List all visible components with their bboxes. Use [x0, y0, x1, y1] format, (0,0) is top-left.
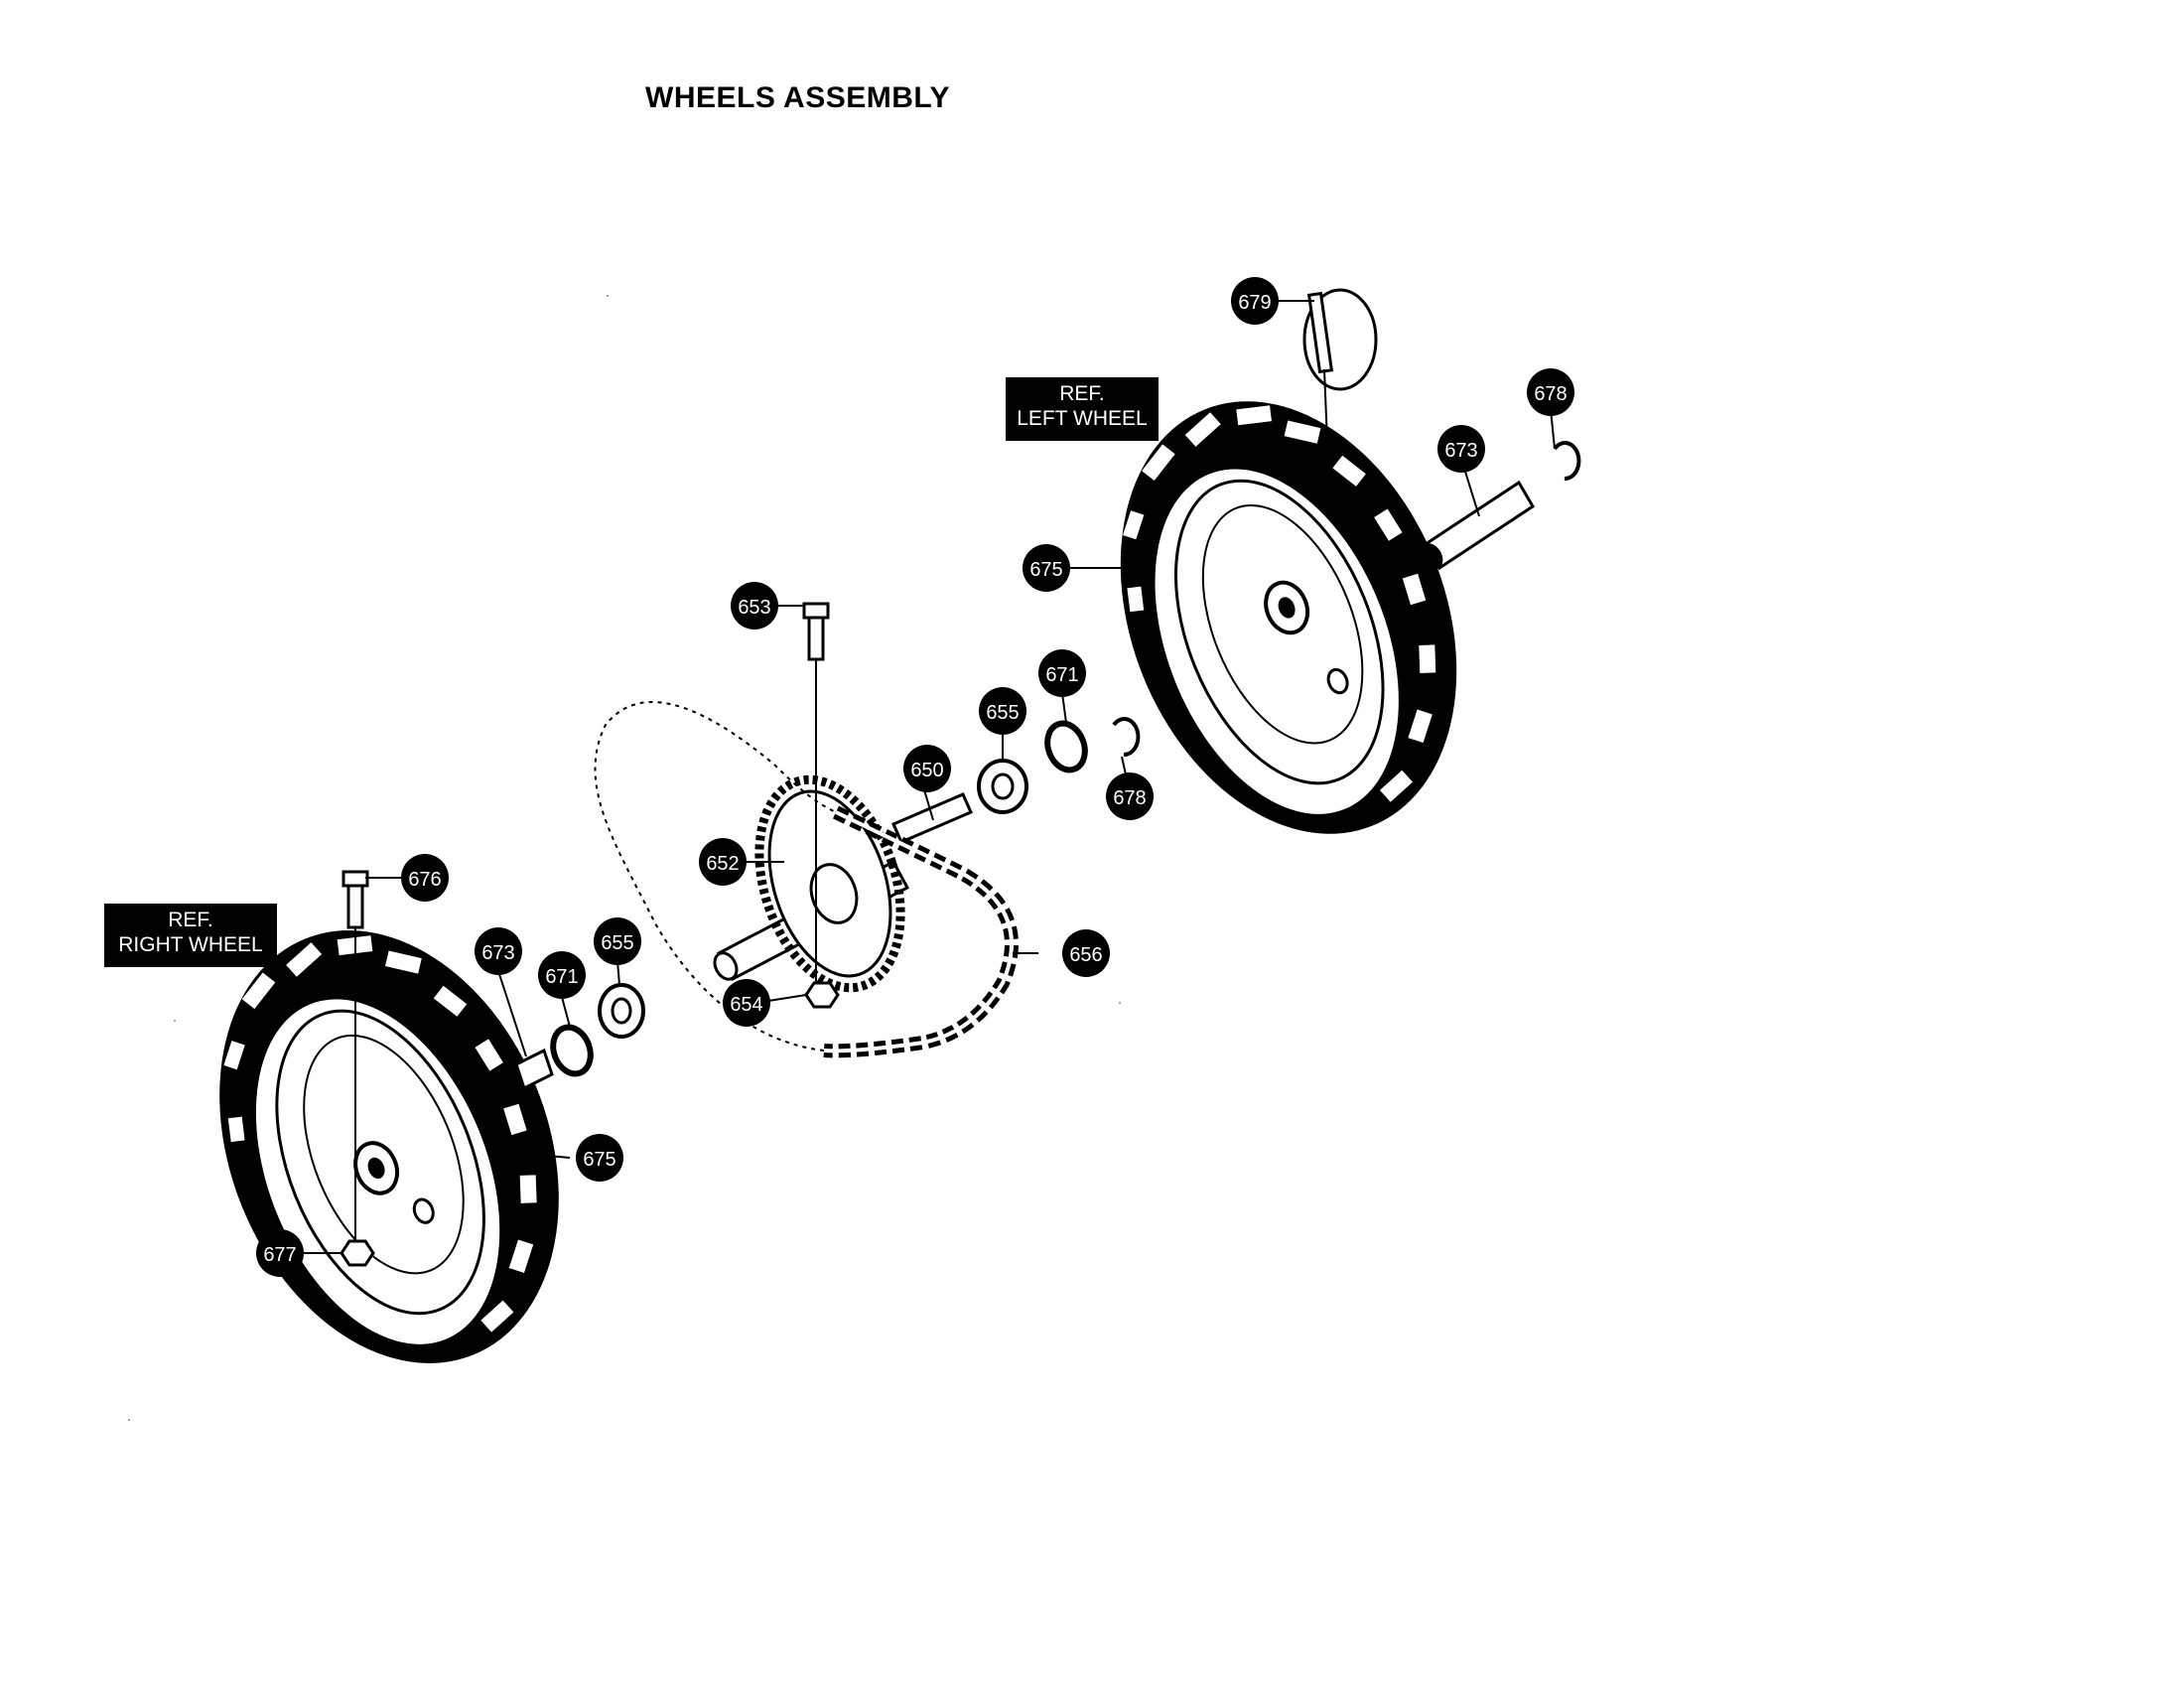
drive-chain-656	[594, 701, 1019, 1058]
callout-673-right: 673	[1437, 425, 1485, 473]
callout-656: 656	[1062, 929, 1110, 977]
ref-right-line2: RIGHT WHEEL	[118, 933, 263, 956]
page-title: WHEELS ASSEMBLY	[645, 81, 950, 114]
callout-653: 653	[731, 582, 778, 630]
washer-671-right	[1044, 720, 1088, 773]
ref-right-wheel-label: REF. RIGHT WHEEL	[104, 904, 277, 967]
callout-654-text: 654	[730, 994, 762, 1016]
callout-679-text: 679	[1238, 292, 1271, 314]
callout-655-right-text: 655	[986, 702, 1019, 724]
ref-left-line2: LEFT WHEEL	[1017, 407, 1148, 430]
lynch-pin-679	[1302, 288, 1378, 468]
callout-655-right: 655	[979, 687, 1026, 735]
callout-671-left-text: 671	[545, 966, 578, 988]
clip-678-mid	[1112, 717, 1141, 758]
bolt-676	[341, 870, 369, 1241]
callout-652-text: 652	[706, 853, 739, 875]
leader-lines	[304, 300, 1556, 1254]
callout-677-text: 677	[263, 1244, 296, 1266]
callout-678-top: 678	[1527, 368, 1574, 416]
callout-678-mid-text: 678	[1113, 787, 1146, 809]
callout-650: 650	[903, 745, 951, 792]
callout-671-right-text: 671	[1045, 664, 1078, 686]
callout-653-text: 653	[738, 597, 770, 619]
callout-677: 677	[256, 1229, 304, 1277]
callout-673-left: 673	[475, 927, 522, 975]
ref-right-line1: REF.	[168, 909, 213, 931]
callout-656-text: 656	[1069, 944, 1102, 966]
washer-671-left	[550, 1024, 594, 1077]
scan-specks	[128, 295, 1121, 1421]
flange-nut-655-right	[977, 759, 1028, 814]
sprocket-652	[754, 774, 905, 993]
callout-676-text: 676	[408, 869, 441, 891]
spacer-673-left	[514, 1048, 554, 1091]
callout-654: 654	[723, 979, 770, 1027]
left-wheel	[1120, 401, 1457, 834]
callout-671-left: 671	[538, 951, 586, 999]
callout-679: 679	[1231, 277, 1279, 325]
right-wheel	[219, 930, 559, 1363]
nut-677	[340, 1239, 375, 1267]
callout-671-right: 671	[1038, 649, 1086, 697]
callout-652: 652	[699, 838, 747, 886]
nut-654	[804, 981, 840, 1009]
callout-678-mid: 678	[1106, 772, 1154, 820]
callout-675-left-wheel-text: 675	[1029, 559, 1062, 581]
bolt-653	[802, 602, 830, 983]
ref-left-line1: REF.	[1059, 382, 1105, 405]
callout-650-text: 650	[910, 760, 943, 781]
callout-675-right-wheel: 675	[576, 1134, 623, 1182]
callout-678-top-text: 678	[1534, 383, 1567, 405]
callout-673-left-text: 673	[481, 942, 514, 964]
callout-655-left-text: 655	[601, 932, 633, 954]
callout-675-right-wheel-text: 675	[583, 1149, 615, 1171]
callout-655-left: 655	[594, 917, 641, 965]
callout-673-right-text: 673	[1444, 440, 1477, 462]
callout-675-left-wheel: 675	[1023, 544, 1070, 592]
callout-676: 676	[401, 854, 449, 902]
spacer-673-right	[1420, 480, 1536, 571]
flange-nut-655-left	[598, 983, 645, 1039]
ref-left-wheel-label: REF. LEFT WHEEL	[1006, 377, 1159, 441]
clip-678-top	[1553, 441, 1581, 482]
